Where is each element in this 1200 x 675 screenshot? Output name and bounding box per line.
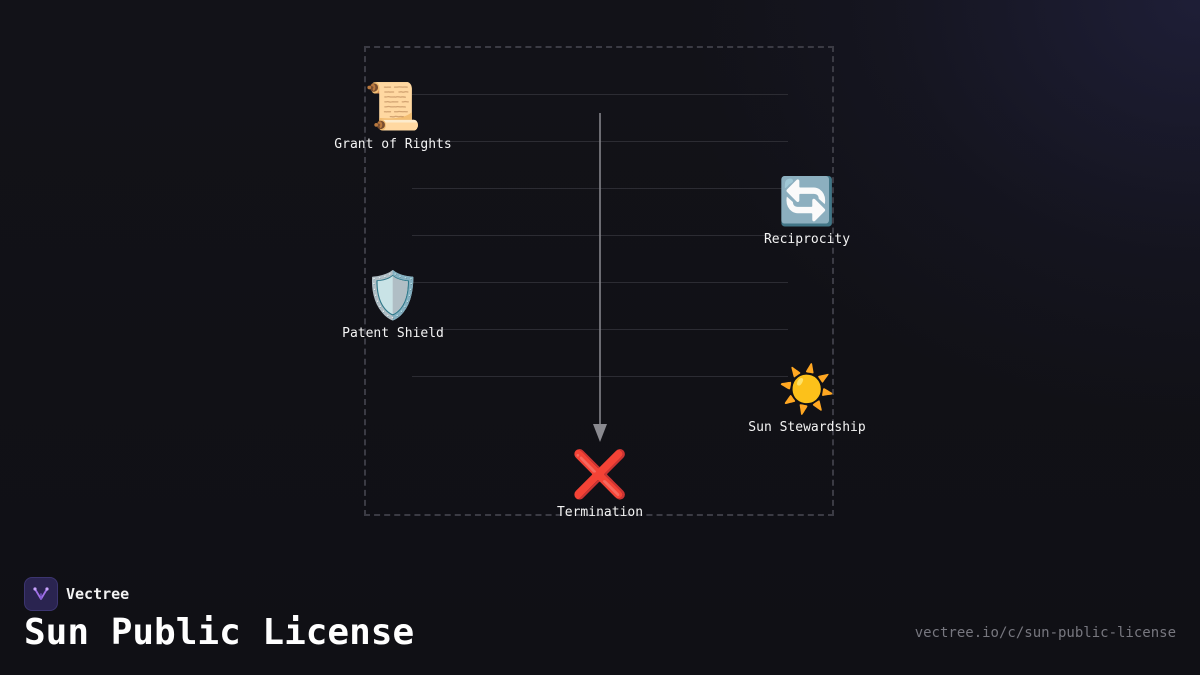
sun-icon: ☀️ bbox=[778, 362, 836, 416]
node-label: Reciprocity bbox=[763, 232, 851, 247]
brand[interactable]: Vectree bbox=[24, 577, 129, 611]
page-title: Sun Public License bbox=[24, 612, 415, 653]
cycle-arrows-icon: 🔄 bbox=[778, 174, 836, 228]
flow-arrow bbox=[593, 113, 607, 442]
node-termination: ❌ Termination bbox=[510, 446, 690, 522]
shield-icon: 🛡️ bbox=[364, 268, 422, 322]
cross-mark-icon: ❌ bbox=[571, 447, 629, 501]
node-reciprocity: 🔄 Reciprocity bbox=[717, 173, 897, 249]
node-label: Sun Stewardship bbox=[748, 420, 866, 435]
node-sun-stewardship: ☀️ Sun Stewardship bbox=[717, 361, 897, 437]
node-label: Termination bbox=[556, 505, 644, 520]
node-grant-of-rights: 📜 Grant of Rights bbox=[303, 78, 483, 154]
diagram-frame bbox=[364, 46, 834, 516]
brand-name: Vectree bbox=[66, 585, 130, 603]
node-label: Patent Shield bbox=[342, 326, 444, 341]
vectree-logo-icon bbox=[24, 577, 58, 611]
grid-line bbox=[412, 94, 788, 95]
flow-arrow-head bbox=[593, 424, 607, 442]
node-label: Grant of Rights bbox=[334, 137, 452, 152]
node-patent-shield: 🛡️ Patent Shield bbox=[303, 267, 483, 343]
page-url[interactable]: vectree.io/c/sun-public-license bbox=[914, 625, 1176, 641]
scroll-icon: 📜 bbox=[364, 79, 422, 133]
